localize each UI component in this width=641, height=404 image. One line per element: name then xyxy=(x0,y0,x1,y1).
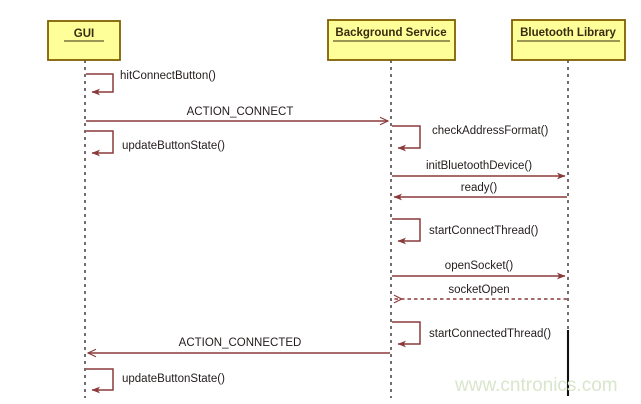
message-action-connect-label: ACTION_CONNECT xyxy=(187,106,294,118)
message-hit-connect-button-arrow xyxy=(86,73,114,96)
participant-gui[interactable]: GUI xyxy=(47,20,121,61)
message-start-connected-thread-arrow xyxy=(392,321,421,348)
message-update-button-state-first-label: updateButtonState() xyxy=(122,140,225,152)
participant-background-service-box[interactable] xyxy=(327,19,456,61)
message-open-socket[interactable]: openSocket() xyxy=(392,260,566,280)
message-update-button-state-second[interactable]: updateButtonState() xyxy=(86,368,225,394)
watermark-text: www.cntronics.com xyxy=(454,375,618,396)
message-start-connect-thread-label: startConnectThread() xyxy=(429,225,538,237)
message-hit-connect-button-label: hitConnectButton() xyxy=(120,70,216,82)
lifelines-group xyxy=(84,60,570,398)
message-start-connected-thread[interactable]: startConnectedThread() xyxy=(392,321,551,348)
message-check-address-format[interactable]: checkAddressFormat() xyxy=(392,125,548,152)
message-action-connect[interactable]: ACTION_CONNECT xyxy=(86,106,388,121)
participant-bluetooth-library-box[interactable] xyxy=(511,19,626,61)
message-start-connect-thread-arrow xyxy=(392,218,421,245)
message-init-bluetooth-device[interactable]: initBluetoothDevice() xyxy=(392,160,566,180)
message-action-connected[interactable]: ACTION_CONNECTED xyxy=(88,337,390,353)
message-hit-connect-button[interactable]: hitConnectButton() xyxy=(86,70,216,96)
message-update-button-state-first[interactable]: updateButtonState() xyxy=(86,130,225,157)
participant-gui-label: GUI xyxy=(74,28,94,40)
message-ready-label: ready() xyxy=(461,182,498,194)
participant-bluetooth-library-label: Bluetooth Library xyxy=(520,27,616,39)
message-ready[interactable]: ready() xyxy=(393,182,567,201)
message-action-connected-label: ACTION_CONNECTED xyxy=(179,337,302,349)
participant-bluetooth-library[interactable]: Bluetooth Library xyxy=(511,19,626,61)
message-init-bluetooth-device-label: initBluetoothDevice() xyxy=(426,160,532,172)
message-check-address-format-label: checkAddressFormat() xyxy=(432,125,548,137)
message-update-button-state-first-arrow xyxy=(86,130,114,157)
message-update-button-state-second-arrow xyxy=(86,368,114,394)
message-open-socket-label: openSocket() xyxy=(445,260,514,272)
message-start-connect-thread[interactable]: startConnectThread() xyxy=(392,218,538,245)
message-socket-open-label: socketOpen xyxy=(448,284,509,296)
participant-background-service-label: Background Service xyxy=(335,27,446,39)
message-start-connected-thread-label: startConnectedThread() xyxy=(429,328,551,340)
participant-background-service[interactable]: Background Service xyxy=(327,19,456,61)
message-check-address-format-arrow xyxy=(392,125,421,152)
message-socket-open[interactable]: socketOpen xyxy=(394,284,567,299)
message-update-button-state-second-label: updateButtonState() xyxy=(122,373,225,385)
